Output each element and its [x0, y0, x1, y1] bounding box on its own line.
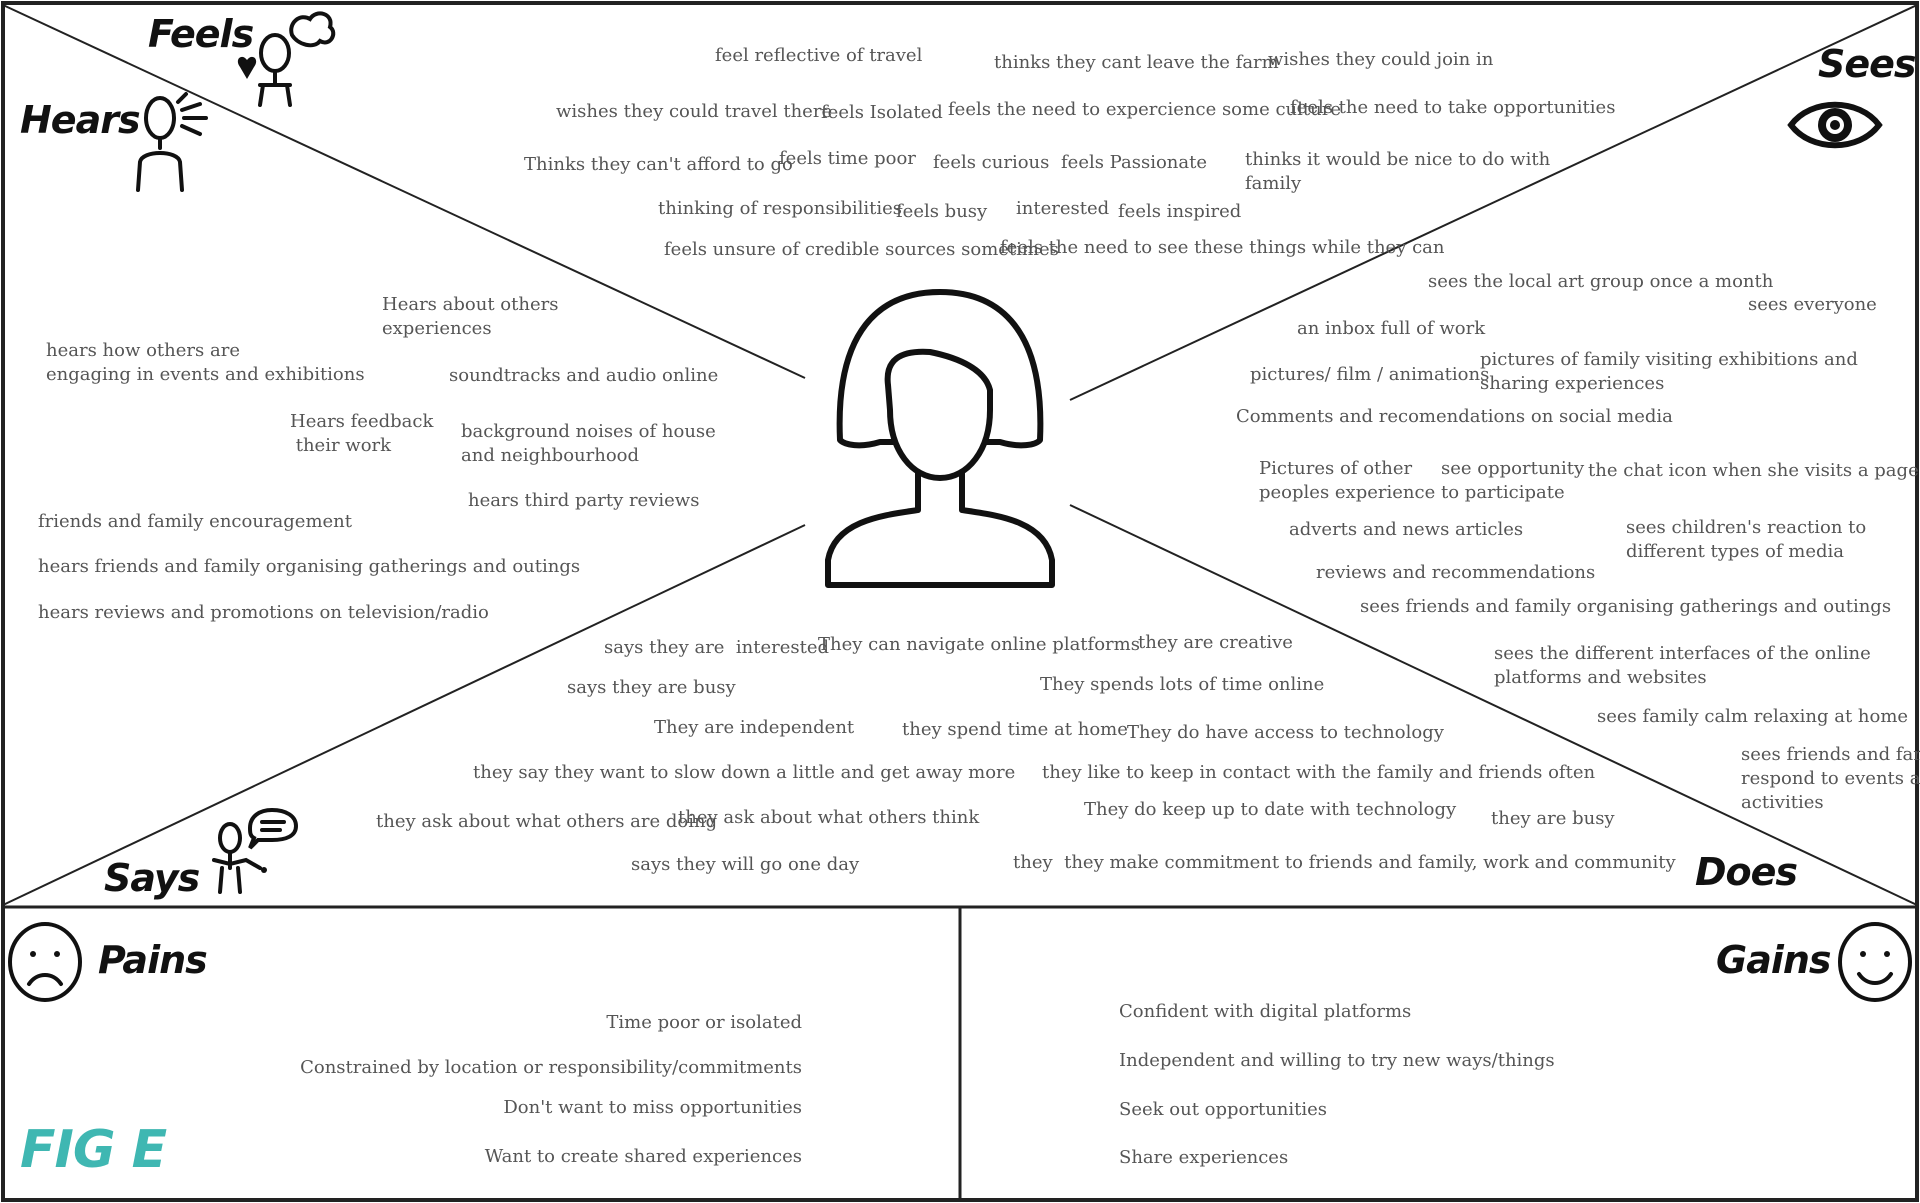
sees-note: an inbox full of work	[1297, 318, 1486, 339]
says-does-note: they ask about what others think	[678, 807, 980, 828]
says-does-note: says they are interested	[604, 637, 830, 658]
feels-note: feels inspired	[1118, 201, 1242, 222]
feels-note: feel reflective of travel	[715, 45, 923, 66]
eye-icon	[1787, 101, 1883, 149]
pains-label: Pains	[98, 938, 208, 982]
gains-label: Gains	[1716, 938, 1832, 982]
sad-face-icon	[8, 922, 82, 1002]
feels-note: thinking of responsibilities	[658, 198, 903, 219]
sees-note: pictures/ film / animations	[1250, 364, 1490, 385]
persona-icon	[825, 289, 1055, 588]
sees-note: adverts and news articles	[1289, 519, 1524, 540]
gains-note: Seek out opportunities	[1119, 1099, 1328, 1120]
says-does-note: they they make commitment to friends and…	[1013, 852, 1676, 873]
pains-note: Don't want to miss opportunities	[503, 1097, 802, 1118]
feels-note: feels unsure of credible sources sometim…	[664, 239, 1059, 260]
hears-note: hears reviews and promotions on televisi…	[38, 602, 489, 623]
pains-note: Time poor or isolated	[606, 1012, 802, 1033]
happy-face-icon	[1838, 922, 1912, 1002]
hears-note: Hears feedback their work	[290, 411, 434, 456]
feels-note: feels Passionate	[1061, 152, 1207, 173]
feels-note: feels time poor	[779, 148, 916, 169]
hears-label: Hears	[20, 98, 141, 142]
hears-note: Hears about others experiences	[382, 294, 559, 339]
says-label: Says	[104, 856, 200, 900]
sees-note: Comments and recomendations on social me…	[1236, 406, 1673, 427]
figure-label: FIG E	[20, 1120, 167, 1180]
says-does-note: They spends lots of time online	[1040, 674, 1325, 695]
sees-note: see opportunity to participate	[1441, 458, 1585, 503]
says-does-note: they are busy	[1491, 808, 1615, 829]
sees-label: Sees	[1818, 42, 1917, 86]
says-does-note: they ask about what others are doing	[376, 811, 718, 832]
says-does-note: they are creative	[1138, 632, 1293, 653]
sees-note: sees family calm relaxing at home	[1597, 706, 1909, 727]
says-does-note: says they will go one day	[631, 854, 860, 875]
feels-note: feels curious	[933, 152, 1050, 173]
feels-note: thinks it would be nice to do with famil…	[1245, 149, 1551, 194]
feels-note: wishes they could travel there	[556, 101, 833, 122]
feels-note: thinks they cant leave the farm	[994, 52, 1279, 73]
feels-note: wishes they could join in	[1268, 49, 1494, 70]
sees-note: sees the local art group once a month	[1428, 271, 1774, 292]
feels-note: feels the need to see these things while…	[1000, 237, 1445, 258]
sees-note: pictures of family visiting exhibitions …	[1480, 349, 1858, 394]
feels-note: Thinks they can't afford to go	[524, 154, 793, 175]
feels-person-icon	[237, 11, 336, 107]
feels-note: feels the need to expercience some cultu…	[948, 99, 1341, 120]
says-does-note: they spend time at home	[902, 719, 1128, 740]
says-does-note: they like to keep in contact with the fa…	[1042, 762, 1596, 783]
hears-person-icon	[136, 92, 208, 192]
sees-note: sees children's reaction to different ty…	[1626, 517, 1867, 562]
gains-note: Share experiences	[1119, 1147, 1289, 1168]
says-does-note: They do keep up to date with technology	[1084, 799, 1457, 820]
sees-note: sees everyone	[1748, 294, 1877, 315]
feels-note: feels the need to take opportunities	[1290, 97, 1616, 118]
says-person-icon	[212, 808, 299, 894]
gains-note: Independent and willing to try new ways/…	[1119, 1050, 1555, 1071]
feels-label: Feels	[148, 12, 254, 56]
sees-note: reviews and recommendations	[1316, 562, 1596, 583]
sees-note: sees friends and family respond to event…	[1741, 744, 1920, 813]
feels-note: feels Isolated	[821, 102, 943, 123]
hears-note: soundtracks and audio online	[449, 365, 719, 386]
hears-note: hears third party reviews	[468, 490, 700, 511]
sees-note: Pictures of other peoples experience	[1259, 458, 1436, 503]
sees-note: sees the different interfaces of the onl…	[1494, 643, 1871, 688]
hears-note: friends and family encouragement	[38, 511, 352, 532]
says-does-note: They are independent	[654, 717, 855, 738]
says-does-note: they say they want to slow down a little…	[473, 762, 1016, 783]
says-does-note: They do have access to technology	[1127, 722, 1444, 743]
hears-note: hears friends and family organising gath…	[38, 556, 581, 577]
sees-note: the chat icon when she visits a page	[1588, 460, 1919, 481]
sees-note: sees friends and family organising gathe…	[1360, 596, 1892, 617]
says-does-note: says they are busy	[567, 677, 736, 698]
feels-note: feels busy	[896, 201, 988, 222]
pains-note: Want to create shared experiences	[484, 1146, 802, 1167]
hears-note: hears how others are engaging in events …	[46, 340, 365, 385]
feels-note: interested	[1016, 198, 1110, 219]
gains-note: Confident with digital platforms	[1119, 1001, 1412, 1022]
says-does-note: They can navigate online platforms	[818, 634, 1140, 655]
does-label: Does	[1695, 850, 1798, 894]
hears-note: background noises of house and neighbour…	[461, 421, 716, 466]
pains-note: Constrained by location or responsibilit…	[300, 1057, 802, 1078]
